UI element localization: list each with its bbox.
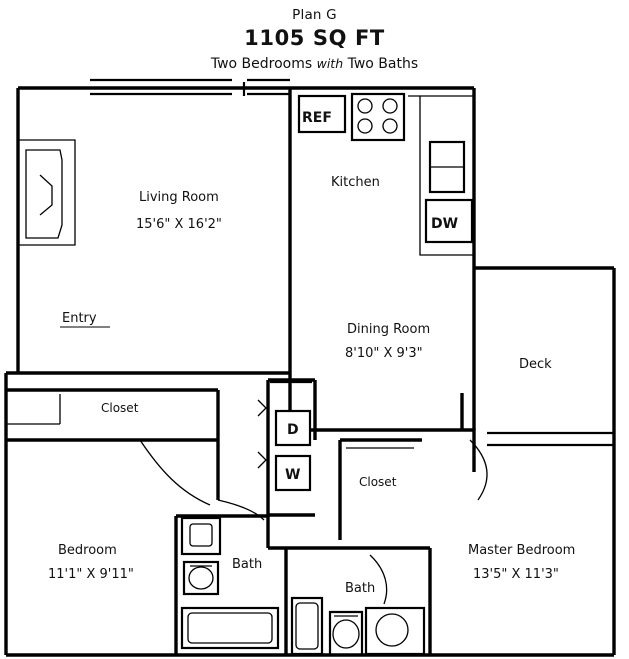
burner-icon: [382, 98, 398, 114]
burner-icon: [357, 98, 373, 114]
toilet-icon: [332, 619, 360, 649]
dishwasher-outline: [424, 198, 474, 244]
laundry-bifold-lower: [257, 451, 267, 469]
room-label-entry: Entry: [62, 311, 97, 326]
room-dim-living-room: 15'6" X 16'2": [136, 217, 222, 232]
dishwasher-label: DW: [431, 216, 458, 232]
master-bath-door-swing: [369, 554, 388, 605]
room-dim-dining-room: 8'10" X 9'3": [345, 346, 423, 361]
room-label-kitchen: Kitchen: [331, 175, 380, 190]
room-label-dining-room: Dining Room: [347, 322, 430, 337]
room-dim-master-bedroom: 13'5" X 11'3": [473, 567, 559, 582]
toilet-icon: [188, 566, 214, 590]
kitchen-counter: [408, 95, 474, 256]
bedroom-door-swing: [139, 439, 211, 506]
washer-label: W: [285, 467, 300, 483]
plan-area: 1105 SQ FT: [244, 26, 385, 50]
entry-door-panel: [25, 149, 63, 239]
dryer-outline: [274, 409, 312, 447]
master-door-swing: [469, 439, 488, 501]
sink-icon: [375, 613, 409, 647]
master-toilet-area: [328, 610, 364, 657]
bath1-sink-basin: [189, 523, 213, 547]
plan-subtitle: Two Bedrooms with Two Baths: [0, 56, 629, 72]
room-label-bath-1: Bath: [232, 557, 262, 572]
subtitle-prefix: Two Bedrooms: [210, 56, 317, 72]
bath1-door-swing: [217, 499, 265, 521]
tub-icon: [187, 612, 273, 644]
refrigerator-outline: [297, 94, 347, 134]
washer-outline: [274, 454, 312, 492]
plan-name: Plan G: [292, 7, 337, 23]
room-label-master-bedroom: Master Bedroom: [468, 543, 575, 558]
room-label-bedroom: Bedroom: [58, 543, 117, 558]
room-label-bath-2: Bath: [345, 581, 375, 596]
subtitle-italic: with: [316, 56, 344, 71]
burner-icon: [357, 118, 373, 134]
room-label-closet-bedroom: Closet: [101, 401, 139, 415]
laundry-bifold-upper: [257, 399, 267, 417]
room-label-deck: Deck: [519, 357, 552, 372]
entry-door-swing: [39, 174, 53, 216]
refrigerator-label: REF: [302, 110, 332, 126]
room-label-living-room: Living Room: [139, 190, 219, 205]
room-label-closet-master: Closet: [359, 475, 397, 489]
wall-dining-master: [288, 373, 476, 472]
master-tub-icon: [295, 602, 319, 650]
dryer-label: D: [287, 422, 299, 438]
entry-alcove: [18, 139, 76, 246]
room-dim-bedroom: 11'1" X 9'11": [48, 567, 134, 582]
burner-icon: [382, 118, 398, 134]
subtitle-suffix: Two Baths: [343, 56, 419, 72]
